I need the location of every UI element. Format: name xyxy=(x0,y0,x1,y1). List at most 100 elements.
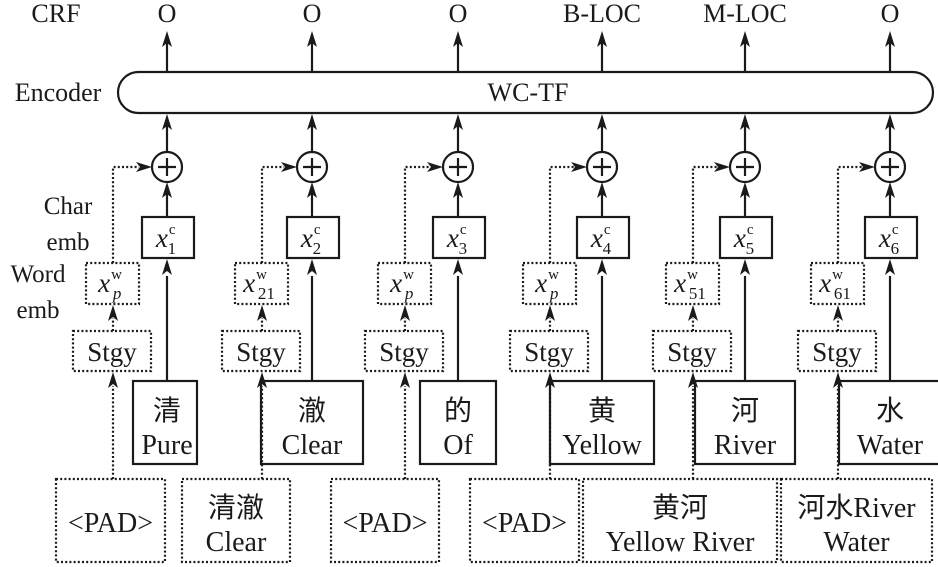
arrow-up-icon xyxy=(400,305,410,321)
char-embedding-box xyxy=(718,215,774,260)
strategy-box xyxy=(651,329,733,373)
word-emb-sup: w xyxy=(256,267,267,283)
char-emb-sup: c xyxy=(892,222,899,238)
arrow-up-icon xyxy=(307,259,317,275)
word-candidate-border xyxy=(180,477,292,564)
word-embedding-box xyxy=(809,261,866,306)
word-candidate-border xyxy=(468,477,581,564)
arrow-up-icon xyxy=(162,259,172,275)
char-emb-sub: 1 xyxy=(168,239,177,258)
arrow-up-icon xyxy=(833,305,843,321)
char-embedding-box xyxy=(285,215,341,260)
word-candidate-border xyxy=(581,477,779,564)
encoder-label: WC-TF xyxy=(488,78,569,107)
arrow-right-icon xyxy=(281,162,297,172)
word-embedding-box xyxy=(376,261,433,306)
char-emb-base: x xyxy=(446,223,459,253)
word-emb-sup: w xyxy=(548,267,559,283)
arrow-right-icon xyxy=(427,162,443,172)
word-candidate-box: <PAD> xyxy=(468,477,581,564)
word-to-plus-dotted-line xyxy=(403,165,430,263)
crf-tag: B-LOC xyxy=(563,0,641,28)
word-emb-sub: 51 xyxy=(689,284,706,303)
char-emb-sup: c xyxy=(460,222,467,238)
strategy-box xyxy=(796,329,878,373)
crf-row-label: CRF xyxy=(31,0,80,28)
arrow-up-icon xyxy=(597,114,607,130)
word-candidate-text-line1: 清澈 xyxy=(208,492,264,524)
arrow-right-icon xyxy=(859,162,875,172)
character-en: River xyxy=(714,430,777,461)
arrow-up-icon xyxy=(597,31,607,47)
word-emb-sub: p xyxy=(404,284,414,303)
word-emb-sub: p xyxy=(112,284,122,303)
arrow-up-icon xyxy=(688,372,698,388)
word-embedding-box xyxy=(233,261,290,306)
character-box xyxy=(418,379,498,466)
arrow-up-icon xyxy=(108,305,118,321)
word-candidate-text-line1: 河水River xyxy=(797,492,916,524)
character-zh: 河 xyxy=(731,396,759,427)
character-zh: 的 xyxy=(444,395,472,427)
arrow-up-icon xyxy=(162,31,172,47)
word-candidate-border xyxy=(779,477,934,564)
arrow-up-icon xyxy=(307,31,317,47)
char-emb-base: x xyxy=(733,223,746,253)
word-emb-sub: p xyxy=(549,284,559,303)
strategy-label: Stgy xyxy=(236,337,286,367)
char-emb-sub: 4 xyxy=(603,239,612,258)
encoder-row-label: Encoder xyxy=(15,78,102,107)
arrow-up-icon xyxy=(833,372,843,388)
arrow-up-icon xyxy=(453,114,463,130)
arrow-right-icon xyxy=(714,162,730,172)
strategy-label: Stgy xyxy=(667,337,717,367)
word-to-plus-dotted-line xyxy=(548,165,574,263)
character-box xyxy=(837,379,938,466)
char-emb-base: x xyxy=(300,223,313,253)
arrow-up-icon xyxy=(597,182,607,198)
encoder-block xyxy=(116,70,935,115)
char-emb-label-line2: emb xyxy=(46,229,89,256)
strategy-label: Stgy xyxy=(812,337,862,367)
strategy-label: Stgy xyxy=(524,337,574,367)
word-candidate-border xyxy=(54,477,167,564)
character-box xyxy=(131,379,199,466)
char-emb-sub: 5 xyxy=(746,239,755,258)
word-candidate-text: <PAD> xyxy=(342,508,427,539)
arrow-up-icon xyxy=(740,31,750,47)
char-embedding-box xyxy=(431,215,487,260)
char-emb-sup: c xyxy=(314,222,321,238)
word-emb-label-line2: emb xyxy=(16,297,59,324)
char-emb-base: x xyxy=(590,223,603,253)
arrow-up-icon xyxy=(162,114,172,130)
crf-tag: O xyxy=(449,0,468,28)
word-to-plus-dotted-line xyxy=(260,165,284,263)
word-emb-base: x xyxy=(818,268,831,298)
crf-tag: O xyxy=(303,0,322,28)
strategy-box xyxy=(508,329,590,373)
char-emb-base: x xyxy=(878,223,891,253)
word-emb-base: x xyxy=(242,268,255,298)
arrow-up-icon xyxy=(885,114,895,130)
arrow-up-icon xyxy=(545,305,555,321)
character-zh: 水 xyxy=(876,395,904,427)
strategy-label: Stgy xyxy=(379,337,429,367)
word-to-plus-dotted-line xyxy=(691,165,717,263)
word-candidate-border xyxy=(329,477,441,564)
character-en: Yellow xyxy=(562,430,642,461)
character-en: Of xyxy=(443,430,473,461)
arrow-up-icon xyxy=(688,305,698,321)
